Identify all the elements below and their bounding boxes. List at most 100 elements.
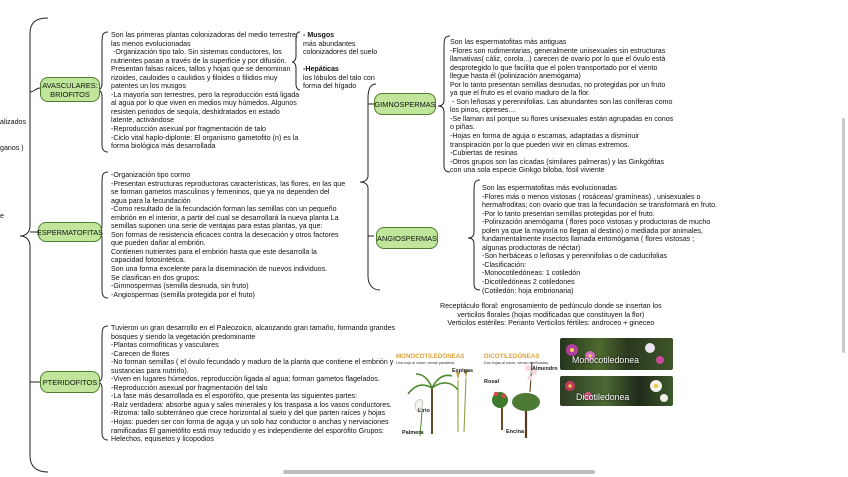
text-line: -Organización tipo cormo [111,171,191,179]
label-encina: Encina [506,429,525,435]
text-line: -Polinización anemógama ( flores poco vi… [482,218,711,227]
text-line: rizoides, cauloides o caulidios y filoid… [111,73,278,82]
left-edge-line2: ganos ) [0,143,24,152]
text-line: desprotegido lo que facilita que el pole… [450,63,658,72]
text-line: Se clasifican en dos grupos: [111,273,200,282]
label-palmera: Palmera [402,430,424,436]
text-line [303,57,377,66]
text-line: hermafroditas; con ovario que tras la fe… [482,201,718,210]
text-line: -Se llaman así porque su flores unisexua… [450,114,674,123]
text-line: -Cubiertas de resinas [450,149,518,158]
text-line: (Cotiledón: hoja embrionaria) [482,286,574,295]
text-briofitos: Son las primeras plantas colonizadoras d… [111,31,299,151]
text-line: ramificadas El gametófito está muy reduc… [111,426,384,435]
text-line: semillas suponen una serie de ventajas p… [111,222,323,231]
text-line: embrión en el interior, a partir del cua… [111,213,339,222]
text-line: forma biológica más desarrollada [111,142,216,151]
text-line: -Como resultado de la fecundación forman… [111,205,337,214]
text-line: -Hojas: pueden ser con forma de aguja y … [111,418,389,427]
photo-monocotiledonea: Monocotiledonea [560,338,673,370]
text-line: polen ya que la mayoría no llegan al des… [482,226,703,235]
text-line: las menos evolucionadas [111,39,191,48]
text-line: forma del hígado [303,82,357,91]
text-line: -La fase más desarrollada es el esporófi… [111,392,358,401]
text-line: Presentan falsas raíces, tallos y hojas … [111,65,291,74]
text-line: agua para la fecundación [111,196,191,205]
text-line: -Dicotiledóneas 2 cotiledones [482,278,575,287]
text-line: llamativas( cáliz, corola...) carecen de… [450,55,666,64]
text-line: Son las primeras plantas colonizadoras d… [111,31,298,39]
text-line: Por lo tanto presentan semillas desnudas… [450,80,666,89]
node-avasculares[interactable]: AVASCULARES: BRIOFITOS [40,77,100,102]
brace-angio [467,179,481,291]
text-line: -Gimnospermas (semilla desnuda, sin frut… [111,282,249,291]
left-edge-line3: e [0,212,4,220]
text-line: -Hepáticas [303,65,339,74]
text-line: Tuvieron un gran desarrollo en el Paleoz… [111,324,396,332]
text-line: latente, activándose [111,116,175,125]
text-line: -Otros grupos son las cícadas (similares… [450,157,665,166]
dico-flowers [565,380,668,402]
node-pteridofitos[interactable]: PTERIDOFITOS [40,371,100,393]
text-receptaculo: Receptáculo floral: engrosamiento de ped… [440,302,662,328]
text-line: -Ciclo vital haplo-diplonte: El organism… [111,133,299,142]
text-line: Son una forma excelente para la disemina… [111,265,328,274]
text-line: -Flores son rudimentarias, generalmente … [450,46,666,55]
mono-flowers [566,343,664,364]
node-gimnospermas[interactable]: GIMNOSPERMAS [374,93,436,115]
text-line: Receptáculo floral: engrosamiento de ped… [440,302,662,310]
text-line: bosques y siendo la vegetación predomina… [111,332,256,341]
mono-subtitle: Una hoja al nacer, venas paralelas [396,361,455,365]
text-line: -Flores más o menos vistosas ( rosáceas/… [482,192,701,201]
text-line: -Plantas cormofíticas y vasculares [111,341,219,350]
dico-title: DICOTILEDÓNEAS [484,353,540,360]
left-edge-line1: alizados [0,118,27,127]
text-line: capacidad fotosintética. [111,256,186,265]
vertical-scrollbar[interactable] [842,118,845,353]
text-line: con una sola especie Ginkgo biloba, fósi… [450,166,605,175]
node-espermatofitas[interactable]: ESPERMATOFITAS [37,222,103,242]
text-line: -Hojas en forma de aguja o escamas, adap… [450,132,640,141]
dico-subtitle: Dos hojas al nacer, venas ramificadas [484,361,548,365]
text-line: -Clasificación: [482,260,527,269]
text-line: verticilos florales (hojas modificadas q… [457,310,645,319]
text-line: Son las espermatofitas más evolucionadas [482,184,617,192]
horizontal-scrollbar[interactable] [283,470,595,474]
mono-dico-illustration: MONOCOTILEDÓNEAS Una hoja al nacer, vena… [392,352,558,442]
text-line: -Monocotiledóneas: 1 cotiledón [482,269,581,278]
text-line: se forman gametos masculinos y femeninos… [111,188,330,197]
text-line: al agua por lo que viven en medios muy h… [111,99,297,108]
text-line: colonizadores del suelo [303,48,378,57]
text-line: nutrientes pasan a través de la superfic… [111,56,287,65]
text-gimnospermas: Son las espermatofitas más antiguas-Flor… [450,38,673,175]
text-line: - Son leñosas y perennifolias. Las abund… [450,97,673,106]
photo-dico-label: Dicotiledonea [576,392,630,402]
mono-title: MONOCOTILEDÓNEAS [396,353,465,360]
text-line: transpiración por lo que pueden vivir en… [450,140,630,149]
text-line: los lóbulos del talo con [303,73,375,82]
brace-musgos [291,31,301,91]
text-line: -Reproducción asexual por fragmentación … [111,125,266,134]
text-line: -Viven en lugares húmedos, reproducción … [111,375,380,384]
photo-mono-label: Monocotiledonea [572,355,640,365]
text-line: Son las espermatofitas más antiguas [450,38,567,46]
text-line: resisten periodos de sequía, deshidratad… [111,107,280,116]
plants-illustration [407,361,540,438]
label-espigas: Espigas [452,368,474,374]
photo-dicotiledonea: Dicotiledonea [560,376,673,406]
left-edge-text: alizados ganos ) [0,101,26,161]
text-line: -Por lo tanto presentan semillas protegi… [482,209,655,218]
text-pteridofitos: Tuvieron un gran desarrollo en el Paleoz… [111,324,395,444]
text-line: -Rizoma: tallo subterráneo que crece hor… [111,409,386,418]
text-line: que pueden dañar al embrión. [111,239,206,248]
text-line: -Reproducción asexual por fragmentación … [111,383,268,392]
text-line: patentes un los musgos [111,82,186,91]
text-line: Contienen nutrientes para el embrión has… [111,247,317,256]
text-line: o piñas. [450,123,475,132]
text-line: Son formas de resistencia eficaces contr… [111,230,339,239]
main-brace [19,17,49,473]
node-angiospermas[interactable]: ANGIOSPERMAS [376,227,438,249]
text-line: -La mayoría son terrestres, pero la repr… [111,90,300,99]
text-line: -Angiospermas (semilla protegida por el … [111,290,255,299]
